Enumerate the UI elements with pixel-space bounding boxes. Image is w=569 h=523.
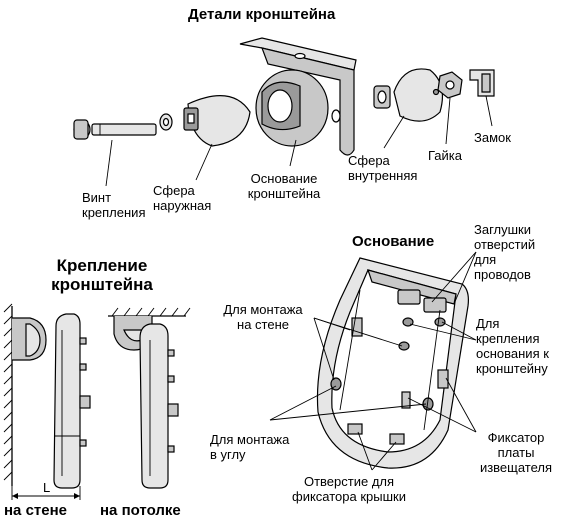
ceiling-mount-label: на потолке (100, 502, 181, 519)
outer-sphere-drawing (183, 95, 251, 147)
board-latch-label: Фиксатор платы извещателя (479, 430, 553, 475)
bracket-base-drawing (239, 37, 357, 156)
wire-plugs-label: Заглушки отверстий для проводов (474, 222, 536, 282)
washer-drawing (159, 113, 173, 131)
inner-sphere-drawing (373, 68, 443, 122)
bracket-fixing-label: Для крепления основания к кронштейну (476, 316, 549, 376)
base-title: Основание (352, 233, 435, 250)
screw-drawing (73, 119, 157, 140)
base-leader-lines (269, 251, 477, 471)
corner-mount-holes-label: Для монтажа в углу (210, 432, 290, 462)
wall-mount-drawing (3, 303, 91, 500)
lock-label: Замок (474, 130, 511, 145)
bracket-base-label: Основание кронштейна (247, 171, 321, 201)
lock-drawing (469, 69, 495, 97)
nut-label: Гайка (428, 148, 463, 163)
dimension-l-label: L (43, 480, 51, 495)
top-leader-lines (105, 95, 493, 187)
base-housing-drawing (316, 257, 469, 469)
cover-latch-hole-label: Отверстие для фиксатора крышки (292, 474, 406, 504)
screw-label: Винт крепления (82, 190, 146, 220)
inner-sphere-label: Сфера внутренняя (348, 153, 418, 183)
mounting-title: Крепление кронштейна (51, 256, 153, 294)
wall-mount-label: на стене (4, 502, 68, 519)
bracket-details-title: Детали кронштейна (188, 6, 336, 23)
wall-mount-holes-label: Для монтажа на стене (223, 302, 303, 332)
nut-drawing (437, 71, 463, 99)
outer-sphere-label: Сфера наружная (153, 183, 212, 213)
ceiling-mount-drawing (108, 307, 191, 489)
